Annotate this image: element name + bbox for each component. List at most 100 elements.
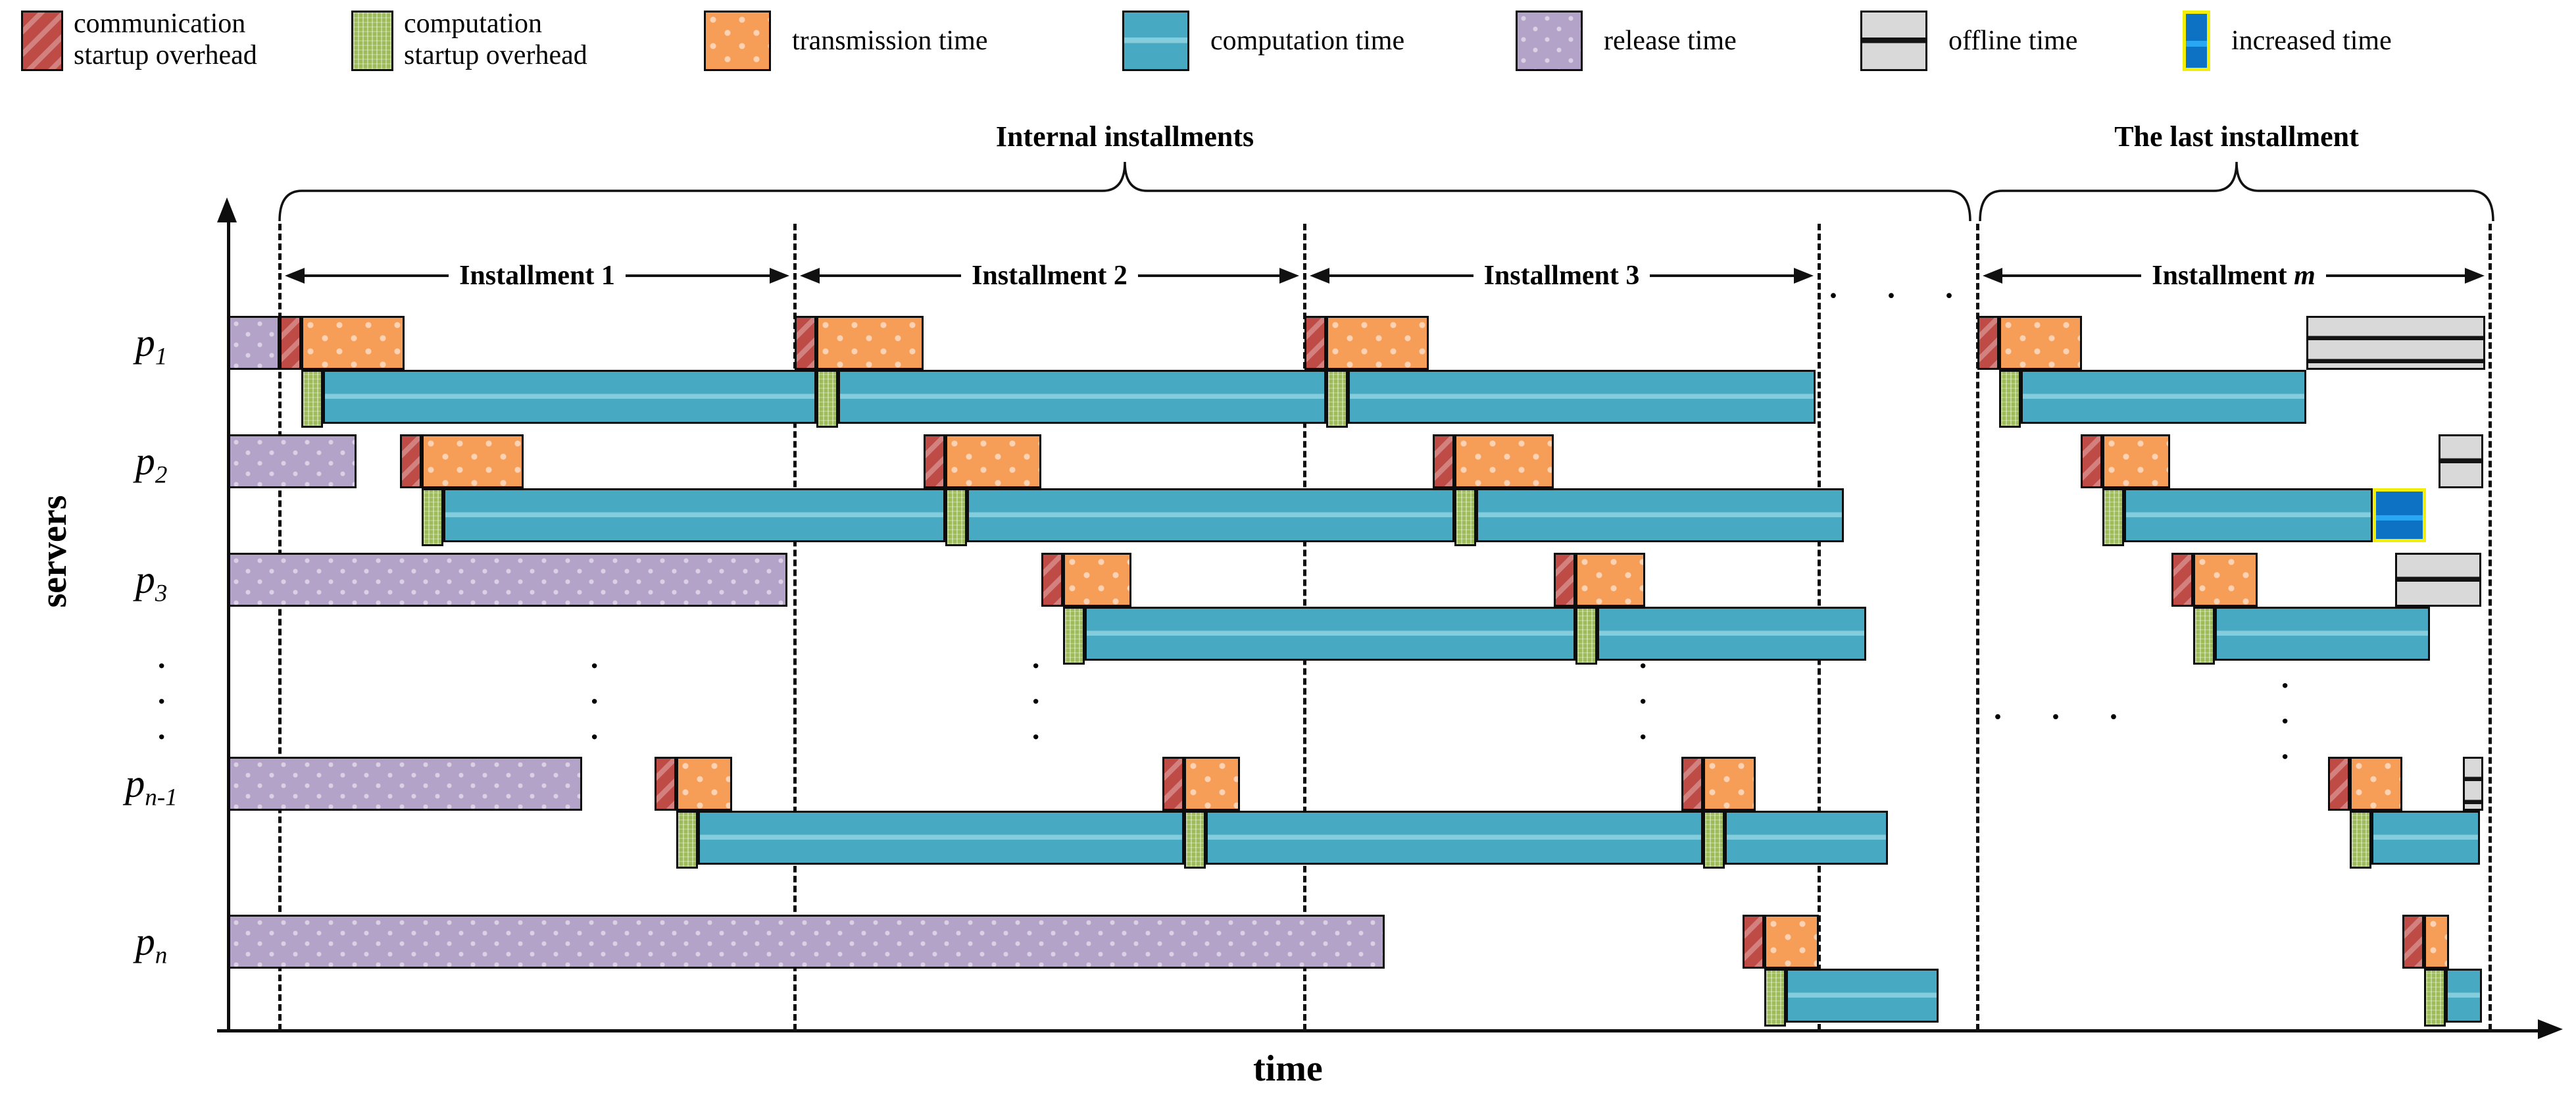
transmission-time-swatch [704,11,771,71]
communication-startup-overhead-swatch [21,11,63,71]
comp-bar [1348,370,1816,424]
installment-boundary-dashed-line [278,224,282,1031]
cstart-bar [676,811,698,869]
more-installments-ellipsis: · · · [1827,278,1975,313]
release-time-swatch [1516,11,1583,71]
comm-bar [280,316,301,370]
installment-boundary-dashed-line [1976,224,1979,1031]
arrow-right-icon [2465,268,2485,284]
last-installment-header: The last installment [2114,120,2359,153]
cstart-bar [1575,607,1597,665]
server-label-p3: p3 [135,557,168,607]
arrow-right-icon [770,268,790,284]
arrow-right-icon [1279,268,1300,284]
cstart-bar [1184,811,1206,869]
installment-label: Installment 3 [1483,261,1640,291]
comm-bar [1743,915,1764,969]
comp-bar [2371,811,2480,865]
cstart-bar [1326,370,1348,428]
internal-installments-brace [278,161,1971,222]
offline2-bar [2463,757,2483,811]
comp-bar [1786,969,1939,1023]
trans-bar [676,757,732,811]
comm-bar [1977,316,1999,370]
increased-time-label: increased time [2231,26,2392,56]
trans-bar [2193,553,2258,607]
installment-span-3: Installment 3 [1310,261,1814,291]
installment-label: Installment 2 [972,261,1127,291]
comp-bar [1476,488,1844,542]
comm-bar [2402,915,2424,969]
incr-bar [2373,488,2426,542]
cstart-bar [301,370,323,428]
server-label-p2: p2 [135,439,168,489]
more-servers-ellipsis: ··· [2280,669,2291,773]
trans-bar [945,434,1041,488]
trans-bar [1184,757,1240,811]
comp-bar [1085,607,1575,661]
more-servers-ellipsis: ··· [1031,649,1041,753]
arrow-line [305,274,449,277]
y-axis-line [227,220,230,1031]
computation-startup-overhead-swatch [351,11,393,71]
cstart-bar [1764,969,1786,1027]
arrow-line [1650,274,1795,277]
comm-bar [655,757,676,811]
y-axis-arrow-icon [217,197,237,222]
cstart-bar [1999,370,2021,428]
cstart-bar [2350,811,2371,869]
arrow-right-icon [1794,268,1814,284]
cstart-bar [2193,607,2215,665]
arrow-line [1137,274,1280,277]
server-label-pn: pn [135,919,168,969]
comp-bar [2215,607,2430,661]
comm-bar [1304,316,1326,370]
more-servers-ellipsis: ··· [157,649,167,753]
server-label-pn-1: pn-1 [125,761,178,811]
release-bar [228,915,1385,969]
x-axis-line [217,1029,2538,1032]
offline2-bar [2306,316,2485,370]
arrow-line [820,274,962,277]
trans-bar [1703,757,1756,811]
trans-bar [1326,316,1429,370]
comp-bar [323,370,816,424]
trans-bar [1764,915,1819,969]
arrow-left-icon [1983,268,2002,284]
installment-span-m: Installment m [1983,261,2485,291]
comm-bar [2171,553,2193,607]
offline-bar [2395,553,2481,607]
comp-bar [1597,607,1866,661]
release-bar [228,434,357,488]
comm-bar [1681,757,1703,811]
cstart-bar [816,370,838,428]
trans-bar [1575,553,1645,607]
offline-time-swatch [1860,11,1927,71]
installment-span-2: Installment 2 [800,261,1300,291]
arrow-line [1329,274,1474,277]
increased-time-swatch [2183,11,2210,71]
installment-boundary-dashed-line [2489,224,2492,1031]
cstart-bar [2424,969,2446,1027]
installment-label: Installment 1 [459,261,615,291]
comp-bar [698,811,1184,865]
comp-bar [838,370,1326,424]
x-axis-label: time [1253,1048,1323,1089]
comm-bar [1554,553,1575,607]
trans-bar [2102,434,2170,488]
arrow-line [2002,274,2142,277]
comm-bar [2328,757,2350,811]
comp-bar [967,488,1454,542]
comm-bar [400,434,422,488]
more-servers-ellipsis: ··· [589,649,600,753]
cstart-bar [1063,607,1085,665]
comp-bar [1206,811,1703,865]
arrow-left-icon [285,268,305,284]
trans-bar [1063,553,1131,607]
server-label-p1: p1 [135,320,168,370]
release-bar [228,316,280,370]
more-installments-ellipsis: · · · [1992,700,2139,734]
comp-bar [2446,969,2482,1023]
